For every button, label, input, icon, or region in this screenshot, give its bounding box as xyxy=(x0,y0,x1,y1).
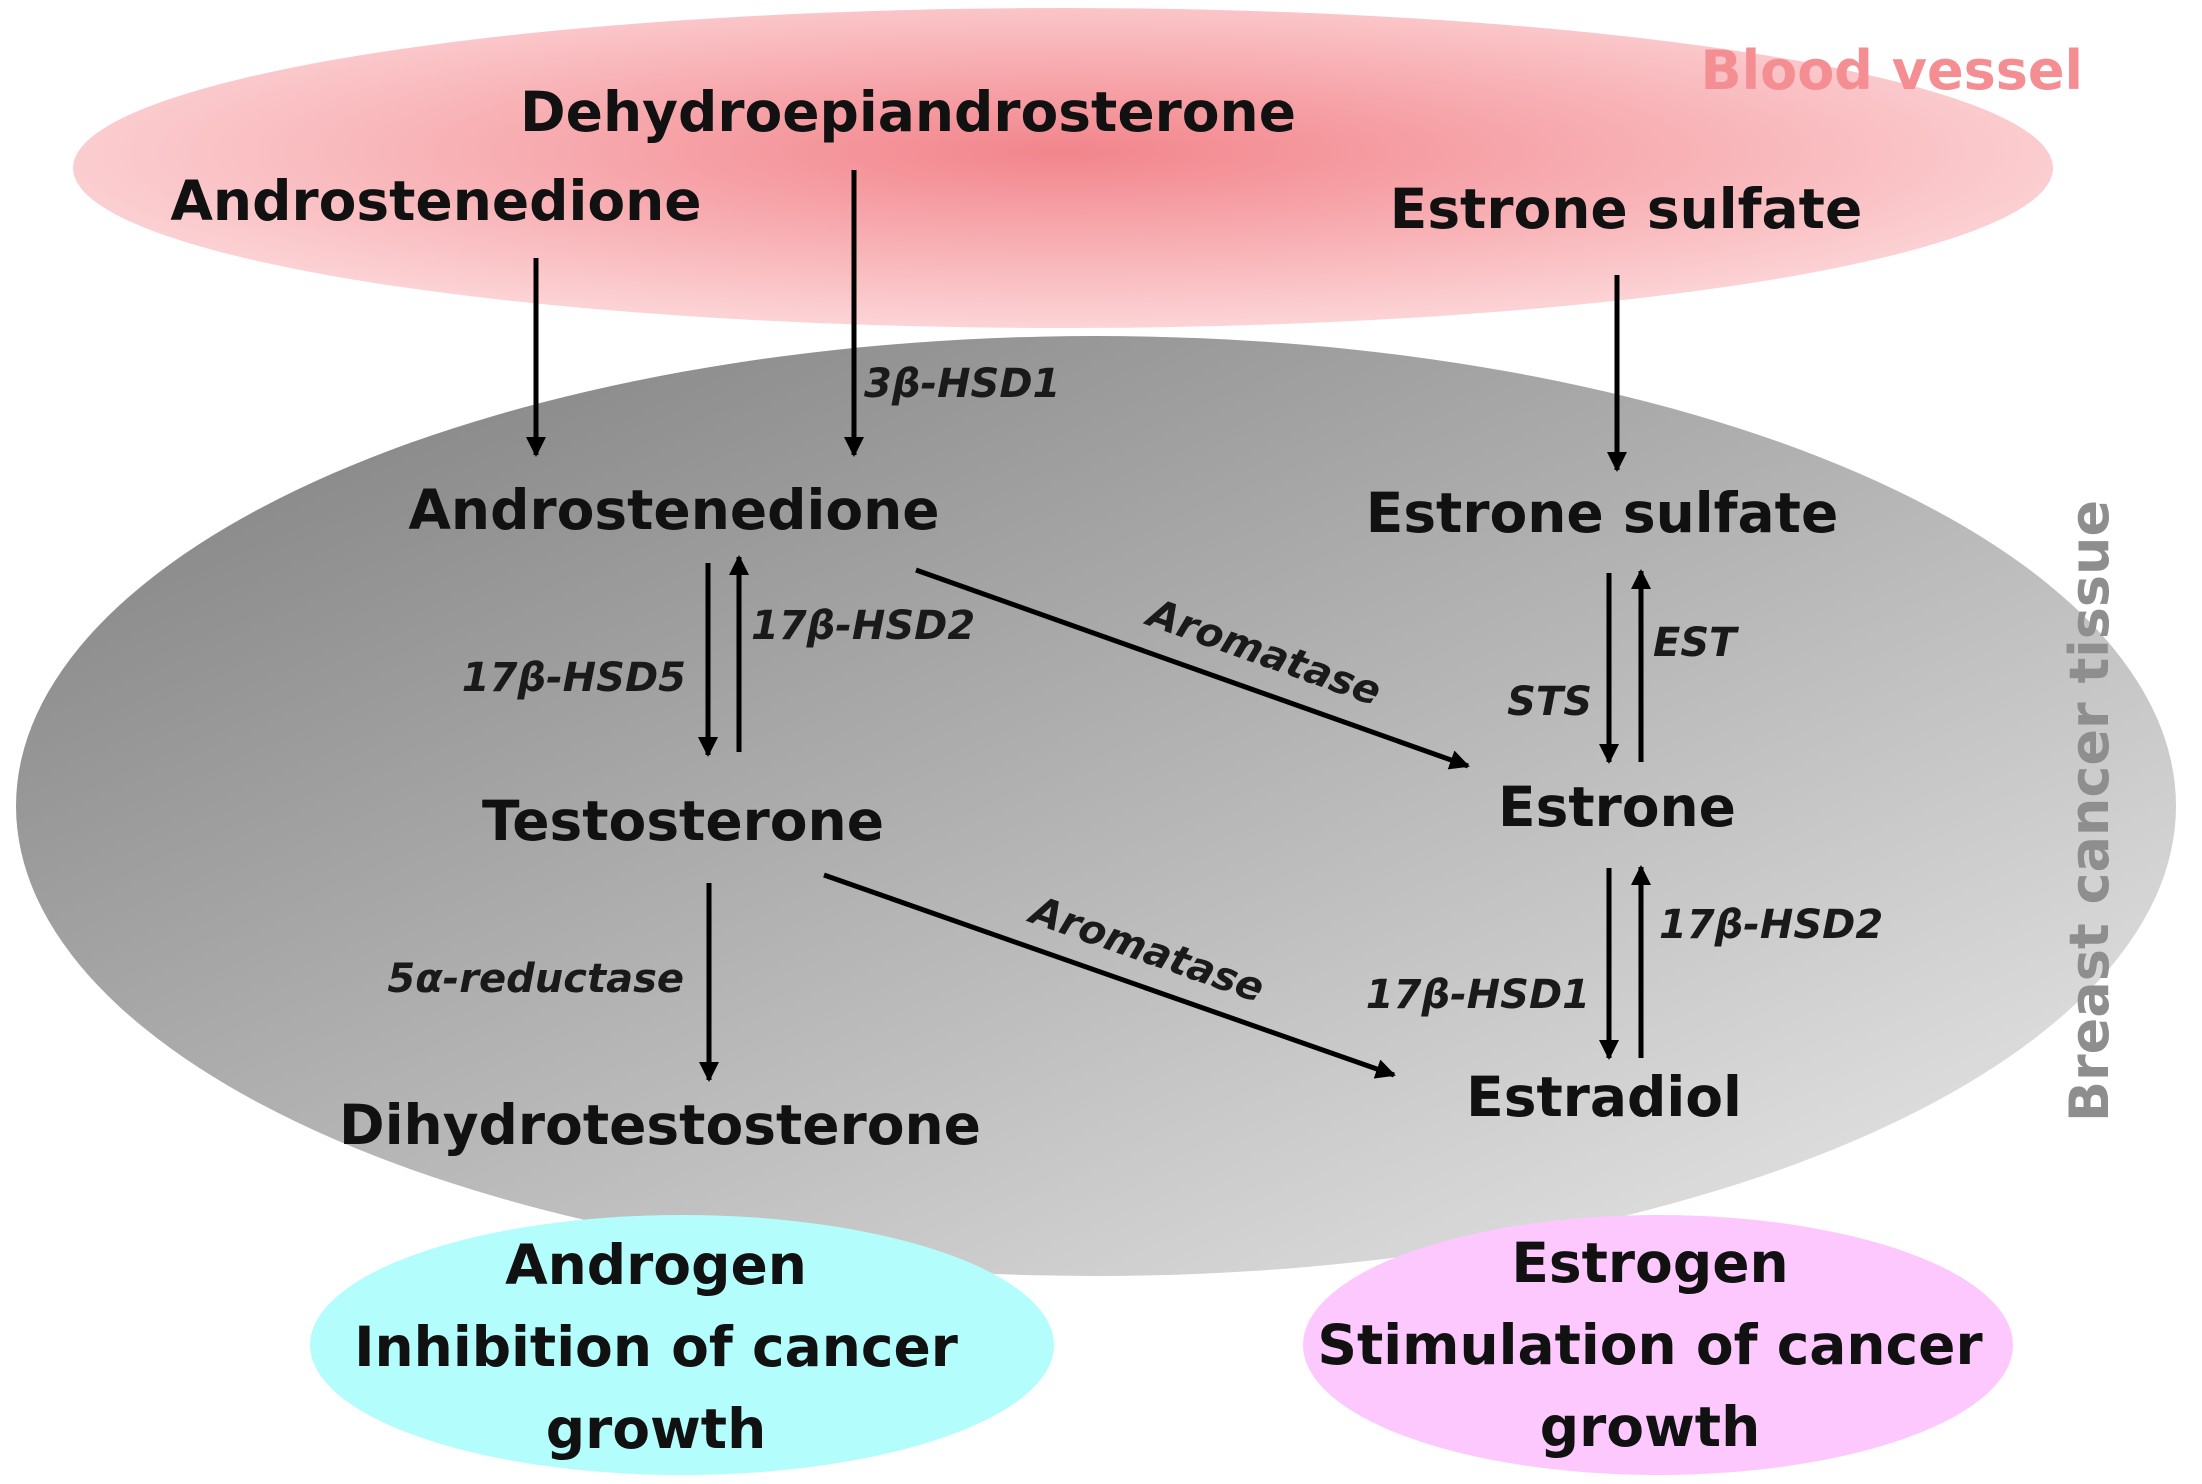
dihydrotestosterone-label: Dihydrotestosterone xyxy=(339,1093,981,1157)
androgen-outcome-ellipse xyxy=(310,1215,1054,1475)
estrogen-effect-line: Stimulation of cancer xyxy=(1317,1313,1982,1377)
enzyme-17b-hsd2-right-label: 17β-HSD2 xyxy=(1659,902,1883,948)
blood-estrone-sulfate-label: Estrone sulfate xyxy=(1390,177,1863,241)
tissue-estrone-sulfate-label: Estrone sulfate xyxy=(1366,481,1839,545)
estrogen-title: Estrogen xyxy=(1511,1231,1788,1295)
androgen-title: Androgen xyxy=(505,1233,807,1297)
blood-vessel-label: Blood vessel xyxy=(1700,39,2083,102)
tissue-androstenedione-label: Androstenedione xyxy=(408,478,939,542)
enzyme-sts-label: STS xyxy=(1507,679,1592,725)
blood-vessel-region xyxy=(73,8,2053,328)
breast-cancer-tissue-label: Breast cancer tissue xyxy=(2058,500,2121,1122)
androgen-effect-line: Inhibition of cancer xyxy=(354,1315,958,1379)
enzyme-17b-hsd2-left-label: 17β-HSD2 xyxy=(751,603,975,649)
androgen-effect-line-2: growth xyxy=(546,1397,767,1461)
blood-androstenedione-label: Androstenedione xyxy=(170,169,701,233)
arrow-androstenedione-to-estrone xyxy=(915,567,1470,770)
estrogen-outcome-ellipse xyxy=(1303,1215,2013,1475)
estrone-label: Estrone xyxy=(1498,775,1736,839)
enzyme-est-label: EST xyxy=(1653,620,1739,666)
arrow-testosterone-to-estradiol xyxy=(823,872,1396,1079)
enzyme-5a-reductase-label: 5α-reductase xyxy=(387,956,684,1002)
estradiol-label: Estradiol xyxy=(1466,1065,1742,1129)
testosterone-label: Testosterone xyxy=(482,789,884,853)
enzyme-3b-hsd1-label: 3β-HSD1 xyxy=(864,361,1060,407)
enzyme-17b-hsd1-label: 17β-HSD1 xyxy=(1366,972,1590,1018)
blood-dhea-label: Dehydroepiandrosterone xyxy=(520,80,1296,144)
enzyme-17b-hsd5-label: 17β-HSD5 xyxy=(462,655,686,701)
estrogen-effect-line-2: growth xyxy=(1540,1395,1761,1459)
